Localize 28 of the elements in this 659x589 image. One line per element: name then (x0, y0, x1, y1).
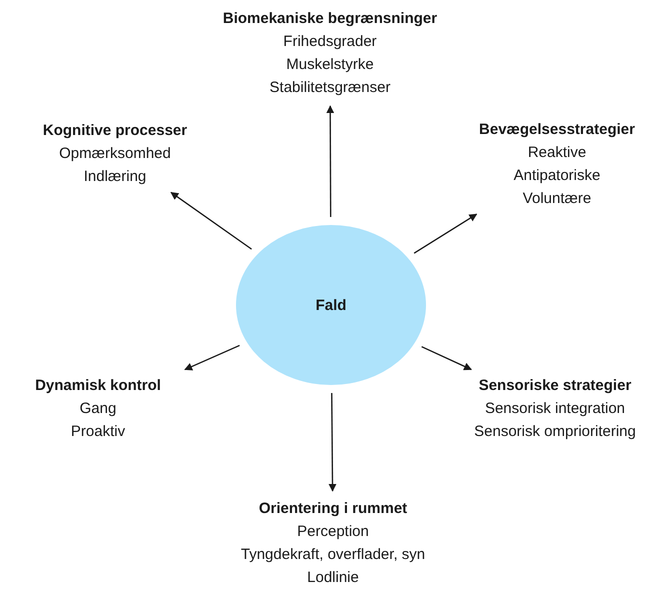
arrow (421, 346, 472, 370)
body-text: Stabilitetsgrænser (270, 78, 390, 98)
body-text: Proaktiv (70, 422, 126, 442)
heading-text: Orientering i rummet (258, 499, 408, 519)
body-text: Muskelstyrke (286, 55, 374, 75)
heading-text: Biomekaniske begrænsninger (222, 9, 438, 29)
heading-text: Dynamisk kontrol (35, 376, 161, 396)
arrow (170, 192, 252, 250)
body-text: Frihedsgrader (283, 32, 377, 52)
heading-text: Kognitive processer (42, 120, 188, 140)
heading-text: Sensoriske strategier (478, 376, 632, 396)
arrow (414, 214, 478, 254)
heading-text: Fald (316, 296, 346, 316)
body-text: Perception (297, 522, 369, 542)
body-text: Voluntære (522, 189, 592, 209)
arrow (326, 105, 334, 217)
body-text: Sensorisk omprioritering (474, 422, 636, 442)
heading-text: Bevægelsesstrategier (479, 120, 635, 140)
body-text: Antipatoriske (514, 166, 600, 186)
body-text: Lodlinie (307, 568, 359, 588)
body-text: Opmærksomhed (59, 144, 171, 164)
arrow (328, 393, 336, 492)
body-text: Sensorisk integration (484, 398, 626, 418)
body-text: Gang (80, 398, 116, 418)
body-text: Reaktive (528, 143, 586, 163)
body-text: Indlæring (84, 166, 146, 186)
body-text: Tyngdekraft, overflader, syn (240, 545, 426, 565)
arrow (184, 344, 240, 370)
